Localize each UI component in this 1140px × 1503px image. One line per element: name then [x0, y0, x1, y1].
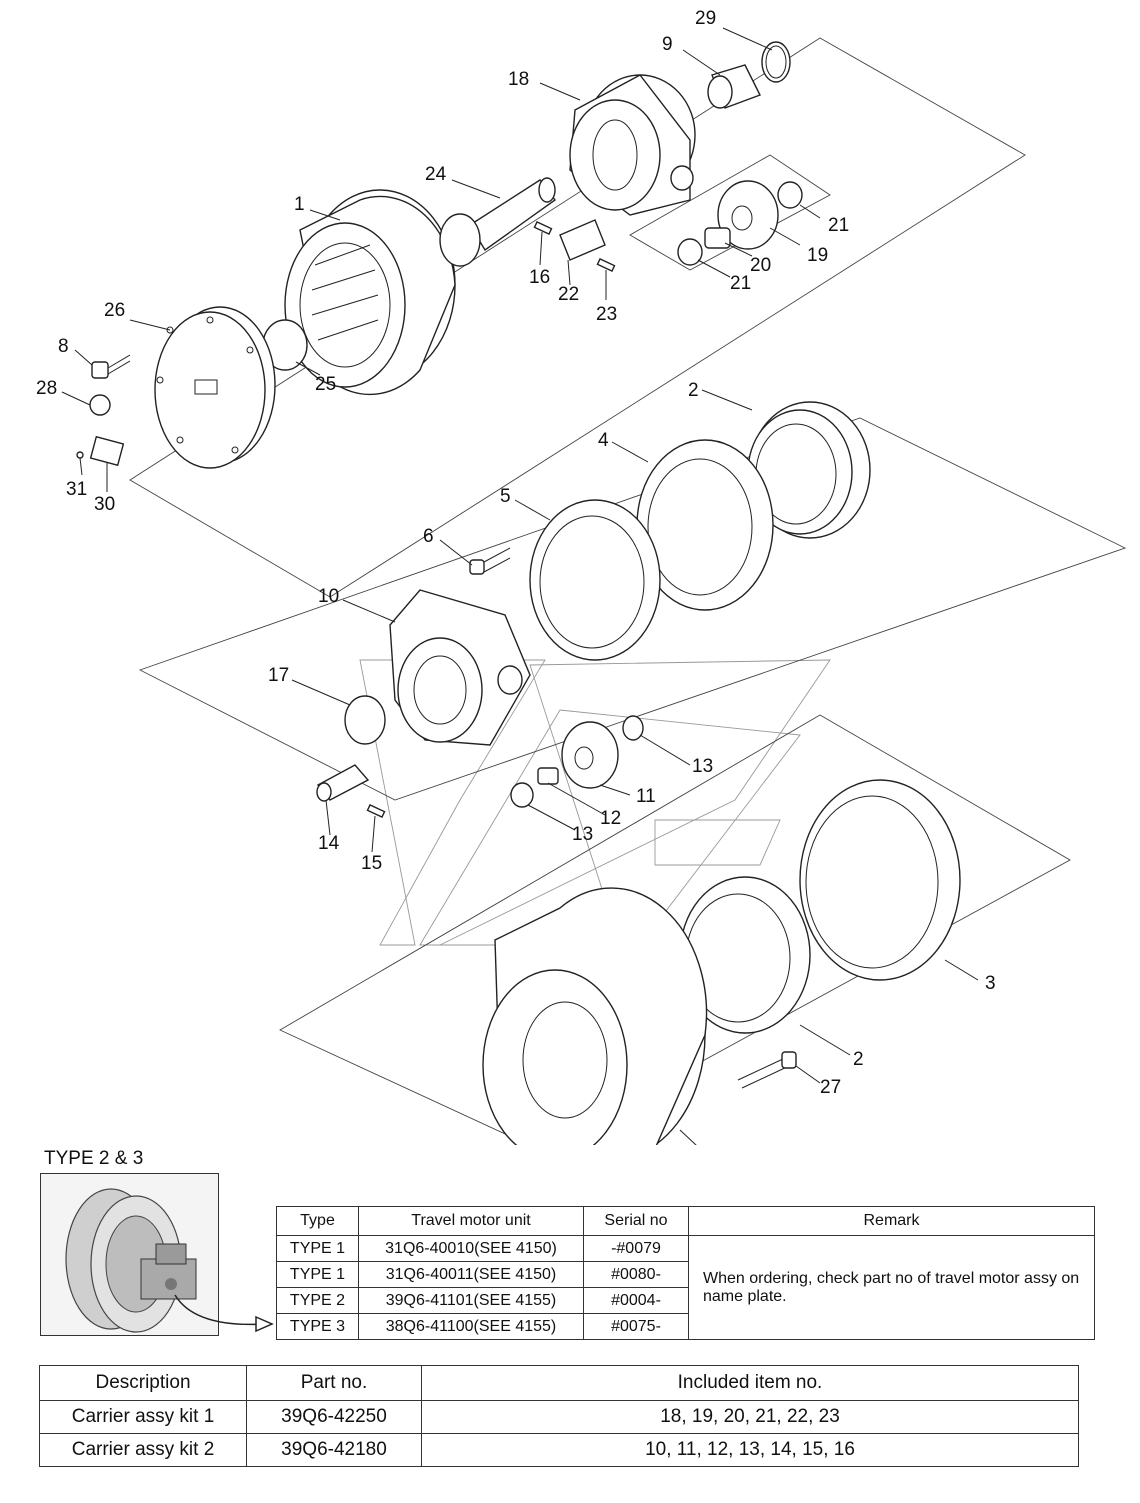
- exploded-parts-diagram: 29 9 18 24 1 21 19 20 21 16 22 23 26 8 2…: [36, 8, 1127, 1145]
- callout-6: 6: [423, 526, 434, 547]
- header-remark: Remark: [688, 1206, 1095, 1236]
- callout-3: 3: [985, 973, 996, 994]
- bolt-6: [469, 547, 511, 575]
- callout-14: 14: [318, 833, 340, 854]
- callout-28: 28: [36, 378, 57, 399]
- cover-plate: [154, 306, 276, 469]
- table-row: TYPE 2 39Q6-41101(SEE 4155) #0004-: [276, 1287, 1095, 1314]
- planet-gear-set-lower: [510, 715, 644, 808]
- table-row: TYPE 1 31Q6-40011(SEE 4150) #0080-: [276, 1261, 1095, 1288]
- planet-carrier: [569, 74, 696, 216]
- description-cell: Carrier assy kit 1: [39, 1400, 247, 1434]
- carrier-kit-table: Description Part no. Included item no. C…: [39, 1365, 1079, 1467]
- callout-20: 20: [750, 255, 771, 276]
- callout-17: 17: [268, 665, 289, 686]
- header-type: Type: [276, 1206, 359, 1236]
- type-cell: TYPE 3: [276, 1313, 359, 1340]
- callout-11: 11: [636, 786, 656, 807]
- floating-seal: [799, 779, 961, 981]
- callout-13b: 13: [572, 824, 593, 845]
- header-travel-motor-unit: Travel motor unit: [358, 1206, 584, 1236]
- callout-5: 5: [500, 486, 511, 507]
- table-header-row: Type Travel motor unit Serial no Remark: [276, 1206, 1095, 1236]
- callout-26: 26: [104, 300, 125, 321]
- callout-2b: 2: [853, 1049, 864, 1070]
- remark-cell: When ordering, check part no of travel m…: [688, 1235, 1095, 1340]
- ring-gear-housing: [284, 189, 456, 396]
- header-serial-no: Serial no: [583, 1206, 689, 1236]
- callout-numbers: 29 9 18 24 1 21 19 20 21 16 22 23 26 8 2…: [36, 8, 996, 1098]
- callout-27: 27: [820, 1077, 841, 1098]
- callout-24: 24: [425, 164, 447, 185]
- hub-housing: [482, 887, 708, 1145]
- callout-4: 4: [598, 430, 609, 451]
- callout-8: 8: [58, 336, 69, 357]
- type-2-3-label: TYPE 2 & 3: [44, 1148, 144, 1169]
- sun-gear-17: [344, 695, 386, 745]
- unit-cell: 39Q6-41101(SEE 4155): [358, 1287, 584, 1314]
- serial-cell: -#0079: [583, 1235, 689, 1262]
- callout-9: 9: [662, 34, 673, 55]
- serial-cell: #0075-: [583, 1313, 689, 1340]
- part-no-cell: 39Q6-42180: [246, 1433, 422, 1467]
- type-cell: TYPE 2: [276, 1287, 359, 1314]
- callout-21a: 21: [828, 215, 849, 236]
- unit-cell: 31Q6-40010(SEE 4150): [358, 1235, 584, 1262]
- callout-12: 12: [600, 808, 621, 829]
- planet-carrier-lower: [389, 589, 531, 746]
- sun-gear-shaft: [439, 177, 556, 267]
- type-cell: TYPE 1: [276, 1261, 359, 1288]
- callout-13a: 13: [692, 756, 713, 777]
- callout-15: 15: [361, 853, 382, 874]
- table-row: Carrier assy kit 1 39Q6-42250 18, 19, 20…: [39, 1400, 1079, 1434]
- table-row: TYPE 1 31Q6-40010(SEE 4150) -#0079 When …: [276, 1235, 1095, 1340]
- callout-19: 19: [807, 245, 828, 266]
- callout-18: 18: [508, 69, 529, 90]
- callout-22: 22: [558, 284, 579, 305]
- callout-1: 1: [294, 194, 305, 215]
- included-items-cell: 10, 11, 12, 13, 14, 15, 16: [421, 1433, 1079, 1467]
- taper-roller-bearing-upper: [747, 401, 871, 539]
- callout-30: 30: [94, 494, 115, 515]
- callout-16: 16: [529, 267, 550, 288]
- needle-bearing-and-snap-ring: [707, 41, 791, 109]
- type-cell: TYPE 1: [276, 1235, 359, 1262]
- description-cell: Carrier assy kit 2: [39, 1433, 247, 1467]
- table-row: Carrier assy kit 2 39Q6-42180 10, 11, 12…: [39, 1433, 1079, 1467]
- header-description: Description: [39, 1365, 247, 1401]
- unit-cell: 38Q6-41100(SEE 4155): [358, 1313, 584, 1340]
- travel-motor-photo: [40, 1173, 219, 1336]
- pins-upper: [533, 219, 616, 273]
- included-items-cell: 18, 19, 20, 21, 22, 23: [421, 1400, 1079, 1434]
- planet-gear-set-upper: [677, 180, 803, 266]
- bolt-27: [737, 1051, 797, 1089]
- serial-cell: #0004-: [583, 1287, 689, 1314]
- cover-hardware: [76, 354, 131, 467]
- unit-cell: 31Q6-40011(SEE 4150): [358, 1261, 584, 1288]
- callout-23: 23: [596, 304, 617, 325]
- callout-25: 25: [315, 374, 336, 395]
- shim-plate: [529, 499, 661, 661]
- leader-lines: [61, 27, 979, 1145]
- table-row: TYPE 3 38Q6-41100(SEE 4155) #0075-: [276, 1313, 1095, 1340]
- serial-cell: #0080-: [583, 1261, 689, 1288]
- table-header-row: Description Part no. Included item no.: [39, 1365, 1079, 1401]
- pins-lower: [316, 764, 386, 819]
- photo-arrow: [174, 1294, 274, 1333]
- part-no-cell: 39Q6-42250: [246, 1400, 422, 1434]
- header-included-items: Included item no.: [421, 1365, 1079, 1401]
- callout-21b: 21: [730, 273, 751, 294]
- header-part-no: Part no.: [246, 1365, 422, 1401]
- callout-31: 31: [66, 479, 87, 500]
- callout-10: 10: [318, 586, 339, 607]
- callout-29: 29: [695, 8, 716, 29]
- travel-motor-type-table: Type Travel motor unit Serial no Remark …: [276, 1206, 1095, 1340]
- callout-2a: 2: [688, 380, 699, 401]
